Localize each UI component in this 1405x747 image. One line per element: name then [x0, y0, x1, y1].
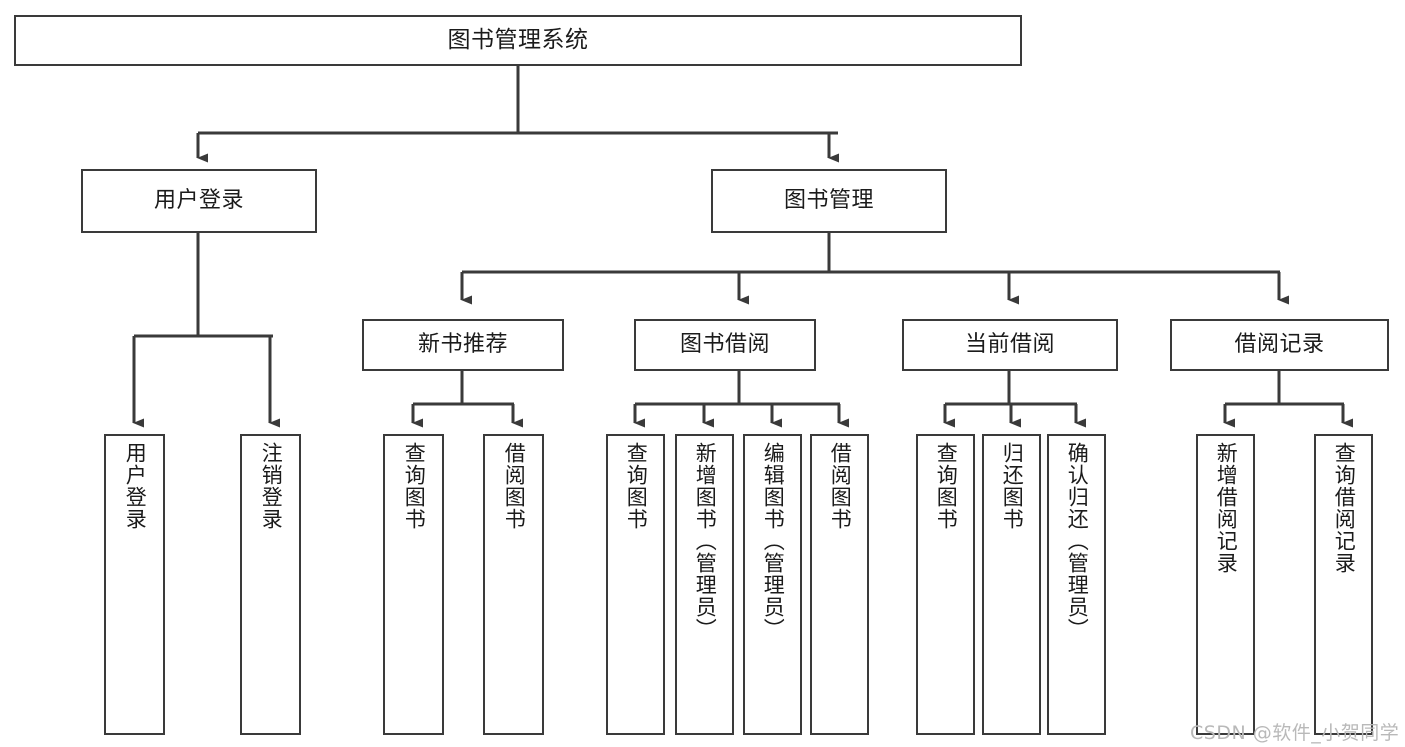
- node-book-management[interactable]: 图书管理: [711, 169, 947, 233]
- node-label: 借阅图书: [502, 442, 527, 530]
- node-label: 查询借阅记录: [1332, 442, 1357, 574]
- node-current-borrow[interactable]: 当前借阅: [902, 319, 1118, 371]
- leaf-user-login-signout[interactable]: 注销登录: [240, 434, 301, 735]
- node-book-borrow[interactable]: 图书借阅: [634, 319, 816, 371]
- node-borrow-records[interactable]: 借阅记录: [1170, 319, 1389, 371]
- node-label: 借阅图书: [828, 442, 853, 530]
- node-label: 查询图书: [624, 442, 649, 530]
- leaf-records-query-record[interactable]: 查询借阅记录: [1314, 434, 1373, 735]
- node-label: 编辑图书（管理员）: [761, 442, 786, 640]
- leaf-borrow-query-book[interactable]: 查询图书: [606, 434, 665, 735]
- node-new-book-recommend[interactable]: 新书推荐: [362, 319, 564, 371]
- node-label: 归还图书: [1000, 442, 1025, 530]
- node-label: 查询图书: [934, 442, 959, 530]
- node-label: 图书管理系统: [447, 27, 589, 54]
- node-label: 新增图书（管理员）: [693, 442, 718, 640]
- leaf-current-confirm-return-admin[interactable]: 确认归还（管理员）: [1047, 434, 1106, 735]
- node-label: 新增借阅记录: [1214, 442, 1239, 574]
- node-label: 用户登录: [123, 442, 148, 530]
- leaf-new-book-query[interactable]: 查询图书: [383, 434, 444, 735]
- node-label: 借阅记录: [1234, 332, 1325, 358]
- node-root-system[interactable]: 图书管理系统: [14, 15, 1022, 66]
- node-user-login[interactable]: 用户登录: [81, 169, 317, 233]
- leaf-borrow-edit-book-admin[interactable]: 编辑图书（管理员）: [743, 434, 802, 735]
- leaf-current-query-book[interactable]: 查询图书: [916, 434, 975, 735]
- leaf-user-login-signin[interactable]: 用户登录: [104, 434, 165, 735]
- leaf-borrow-borrow-book[interactable]: 借阅图书: [810, 434, 869, 735]
- leaf-records-add-record[interactable]: 新增借阅记录: [1196, 434, 1255, 735]
- node-label: 图书借阅: [679, 332, 770, 358]
- node-label: 确认归还（管理员）: [1065, 442, 1090, 640]
- node-label: 注销登录: [259, 442, 284, 530]
- leaf-new-book-borrow[interactable]: 借阅图书: [483, 434, 544, 735]
- leaf-borrow-add-book-admin[interactable]: 新增图书（管理员）: [675, 434, 734, 735]
- leaf-current-return-book[interactable]: 归还图书: [982, 434, 1041, 735]
- node-label: 用户登录: [153, 188, 244, 214]
- node-label: 新书推荐: [417, 332, 508, 358]
- node-label: 当前借阅: [964, 332, 1055, 358]
- node-label: 查询图书: [402, 442, 427, 530]
- node-label: 图书管理: [783, 188, 874, 214]
